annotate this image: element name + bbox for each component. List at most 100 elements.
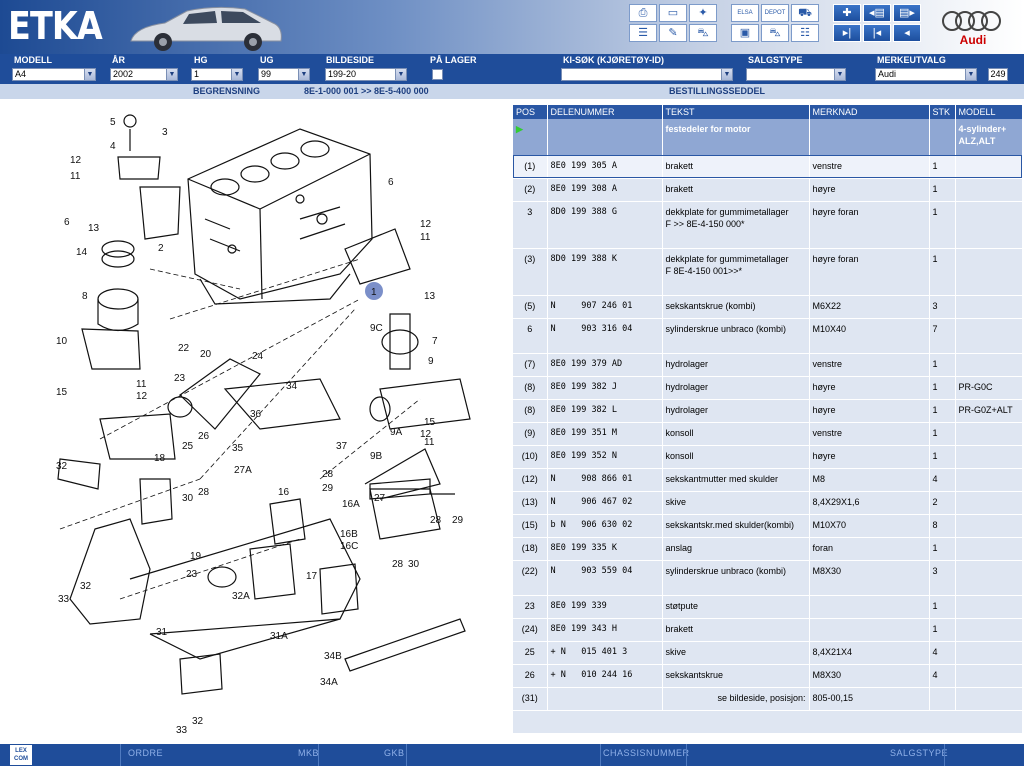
cell-merknad: foran [809,537,930,561]
cell-merknad: M10X70 [809,514,930,538]
ug-label: UG [260,55,274,65]
car-service-icon[interactable]: ⛍ [689,24,717,42]
hg-select[interactable]: 1▼ [191,68,243,81]
wrench-icon[interactable]: ✦ [689,4,717,22]
cell-tekst: konsoll [662,445,810,469]
chevron-down-icon[interactable]: ▼ [721,69,732,80]
compact-icon[interactable]: DEPOT [761,4,789,22]
col-merknad[interactable]: MERKNAD [809,105,930,119]
col-tekst[interactable]: TEKST [662,105,810,119]
cell-stk: 1 [929,353,956,377]
cell-pn: 8E0 199 382 J [547,376,663,400]
chevron-down-icon[interactable]: ▼ [834,69,845,80]
col-modell[interactable]: MODELL [955,105,1022,119]
callout-27A: 27A [234,465,252,476]
salgstype-button[interactable]: SALGSTYPE [890,748,949,758]
cell-pn: 8E0 199 382 L [547,399,663,423]
pencil-icon[interactable]: ✎ [659,24,687,42]
ki-sok-label: KI-SØK (KJØRETØY-ID) [563,55,665,65]
cell-modell [955,618,1022,642]
callout-9: 9 [428,356,434,367]
salgstype-select[interactable]: ▼ [746,68,846,81]
cell-modell [955,514,1022,538]
pin-icon[interactable]: ✚ [833,4,861,22]
ug-select[interactable]: 99▼ [258,68,310,81]
parts-table: POS DELENUMMER TEKST MERKNAD STK MODELL … [513,105,1022,711]
ordre-button[interactable]: ORDRE [128,748,164,758]
chevron-down-icon[interactable]: ▼ [298,69,309,80]
col-pos[interactable]: POS [513,105,548,119]
expand-arrow-icon[interactable]: ▶ [513,119,548,156]
computer-icon[interactable]: ▣ [731,24,759,42]
next-icon[interactable]: ◂ [893,24,921,42]
mkb-button[interactable]: MKB [298,748,320,758]
callout-11c: 11 [420,232,431,243]
bestillingsseddel-link[interactable]: BESTILLINGSSEDDEL [669,86,766,96]
callout-1-highlight[interactable]: 1 [365,282,383,300]
merkeutvalg-select[interactable]: Audi▼ [875,68,977,81]
callout-10: 10 [56,336,68,347]
cell-stk [929,687,956,711]
exploded-parts-diagram[interactable]: 5 3 4 12 11 6 13 14 2 8 10 22 20 24 15 1… [0,99,510,744]
bottom-bar: LEX COM ORDRE MKB GKB CHASSISNUMMER SALG… [0,744,1024,766]
first-icon[interactable]: ▸| [833,24,861,42]
chevron-down-icon[interactable]: ▼ [84,69,95,80]
gkb-button[interactable]: GKB [384,748,405,758]
chevron-down-icon[interactable]: ▼ [395,69,406,80]
cart-icon[interactable]: ⛟ [791,4,819,22]
bildeside-select[interactable]: 199-20▼ [325,68,407,81]
cell-merknad: 8,4X29X1,6 [809,491,930,515]
group-text: festedeler for motor [662,119,810,156]
printer-icon[interactable]: ⎙ [629,4,657,22]
page-back-icon[interactable]: ◂▤ [863,4,891,22]
ki-sok-select[interactable]: ▼ [561,68,733,81]
cell-tekst: skive [662,641,810,665]
chevron-down-icon[interactable]: ▼ [965,69,976,80]
modell-select[interactable]: A4▼ [12,68,96,81]
callout-13b: 13 [424,291,436,302]
page-forward-icon[interactable]: ▤▸ [893,4,921,22]
previous-icon[interactable]: |◂ [863,24,891,42]
cell-pn: + N 015 401 3 [547,641,663,665]
chevron-down-icon[interactable]: ▼ [231,69,242,80]
monitor-icon[interactable]: ▭ [659,4,687,22]
cart-list-icon[interactable]: ☷ [791,24,819,42]
cell-pn: N 903 316 04 [547,318,663,354]
ar-label: ÅR [112,55,125,65]
cell-merknad: høyre foran [809,201,930,249]
cell-pn: 8E0 199 352 N [547,445,663,469]
pa-lager-checkbox[interactable] [432,69,443,80]
table-row[interactable]: (31)se bildeside, posisjon:805-00,15 [513,687,1022,711]
group-row[interactable]: ▶ festedeler for motor 4-sylinder+ ALZ,A… [513,119,1022,156]
ar-select[interactable]: 2002▼ [110,68,178,81]
cell-tekst: sylinderskrue unbraco (kombi) [662,318,810,354]
elsa-icon[interactable]: ELSA [731,4,759,22]
cell-stk: 1 [929,376,956,400]
col-stk[interactable]: STK [929,105,956,119]
col-delenummer[interactable]: DELENUMMER [547,105,663,119]
notepad-icon[interactable]: ☰ [629,24,657,42]
car-icon[interactable]: ⛍ [761,24,789,42]
chassisnummer-button[interactable]: CHASSISNUMMER [603,748,690,758]
chevron-down-icon[interactable]: ▼ [166,69,177,80]
